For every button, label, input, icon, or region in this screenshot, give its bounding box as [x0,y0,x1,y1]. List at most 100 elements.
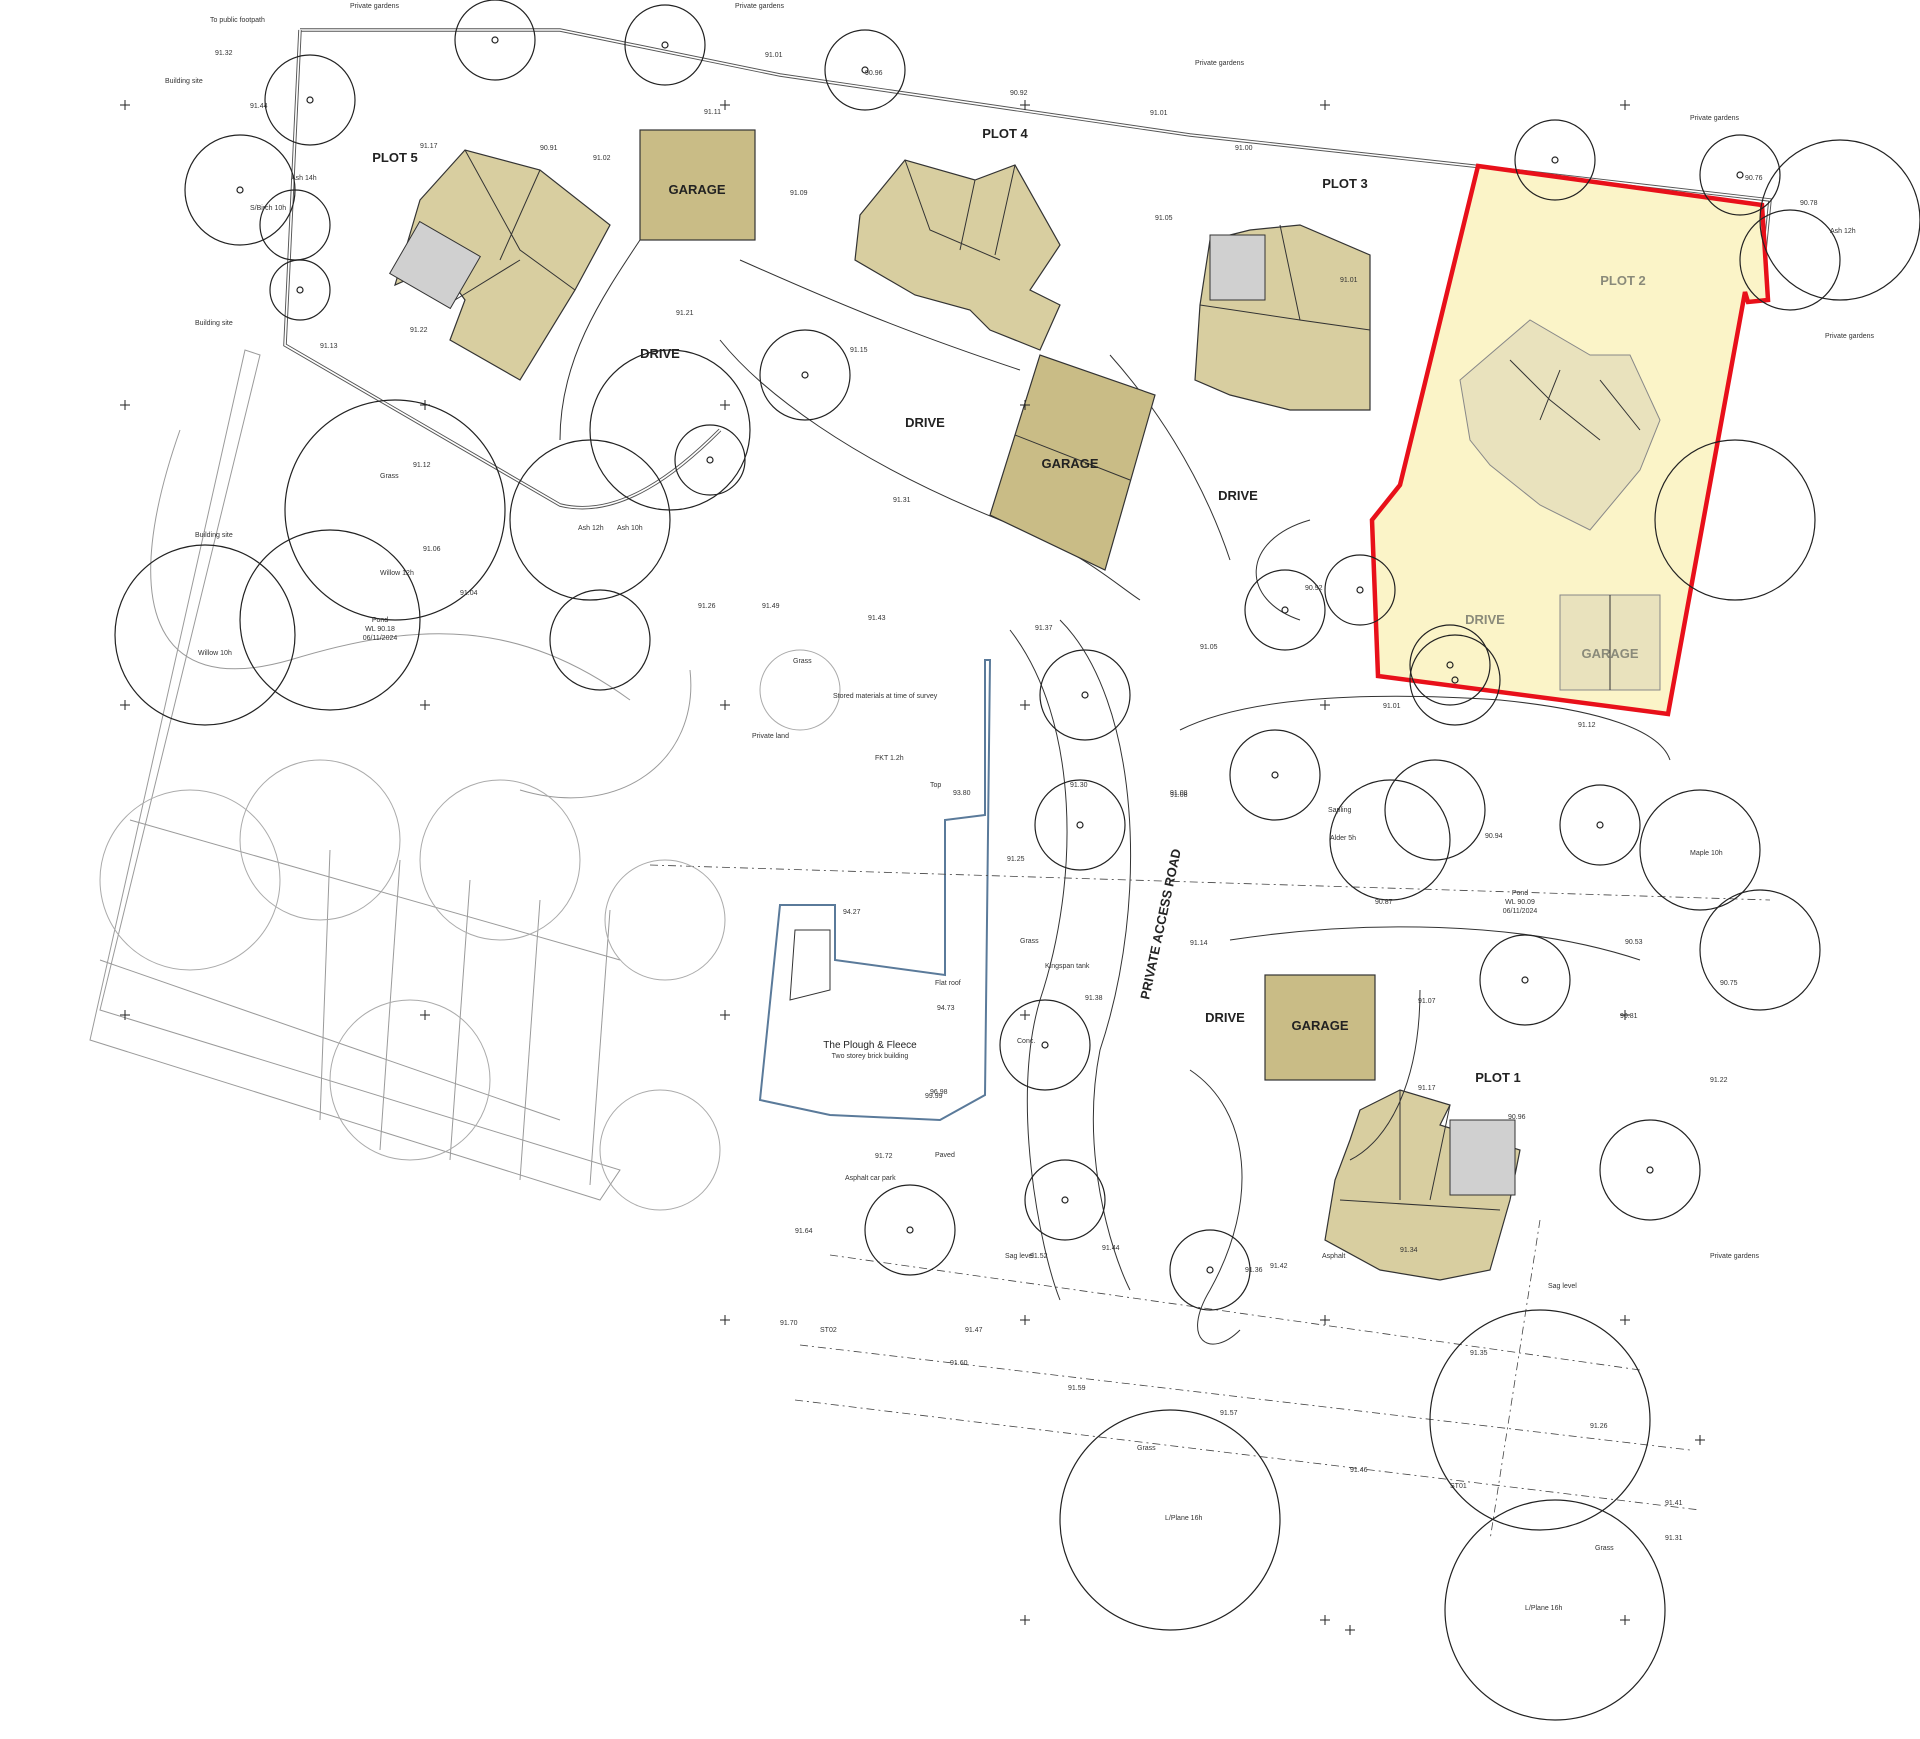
pond-right-date: 06/11/2024 [1503,908,1538,915]
level-5: 91.02 [593,155,611,162]
level-40: 90.81 [1620,1013,1638,1020]
level-60: 93.80 [953,790,971,797]
level-29: 91.25 [1007,856,1025,863]
trees [114,0,1920,1721]
note-fkt: FKT 1.2h [875,755,904,762]
note-concrete: Conc. [1017,1038,1035,1045]
level-9: 90.96 [865,70,883,77]
utility-lines [649,864,1771,1541]
note-grass-2: Grass [793,658,812,665]
plot-2-drive-label: DRIVE [1465,612,1505,627]
tree-label-willow-10h: Willow 10h [198,650,232,657]
level-13: 91.05 [1155,215,1173,222]
note-sapling: Sapling [1328,807,1351,814]
plot-1-garage-label: GARAGE [1291,1018,1348,1033]
pond-left-date: 06/11/2024 [363,635,398,642]
level-57: 91.64 [795,1228,813,1235]
note-kingspan-tank: Kingspan tank [1045,963,1090,970]
level-19: 91.21 [676,310,694,317]
plough-and-fleece-building [758,659,992,1122]
plot-3-house [1194,224,1371,411]
level-28: 91.37 [1035,625,1053,632]
level-56: 90.75 [1720,980,1738,987]
plot-5-garage-label: GARAGE [668,182,725,197]
note-asphalt: Asphalt [1322,1253,1345,1260]
level-31: 91.08 [1170,792,1188,799]
pond-left-wl: WL 90.18 [365,626,395,633]
tree-label-maple-10h: Maple 10h [1690,850,1723,857]
note-private-gardens-4: Private gardens [1690,115,1740,122]
level-47: 91.60 [950,1360,968,1367]
survey-grid-markers [120,100,1705,1635]
plot-5-garage [639,129,756,241]
level-24: 91.04 [460,590,478,597]
plot-4-garage-label: GARAGE [1041,456,1098,471]
level-39: 90.53 [1625,939,1643,946]
tree-label-alder: Alder 5h [1330,835,1356,842]
level-1: 91.32 [215,50,233,57]
pond-left-name: Pond [372,617,388,624]
level-20: 91.15 [850,347,868,354]
level-65: 91.38 [1085,995,1103,1002]
plot-1-label: PLOT 1 [1475,1070,1521,1085]
level-23: 91.06 [423,546,441,553]
level-54: 91.26 [1590,1423,1608,1430]
level-35: 91.01 [1383,703,1401,710]
plot-1-house [1324,1089,1521,1281]
level-12: 91.01 [1150,110,1168,117]
level-21: 91.31 [893,497,911,504]
plot-3-label: PLOT 3 [1322,176,1368,191]
note-stored-materials: Stored materials at time of survey [833,693,938,700]
level-46: 91.47 [965,1327,983,1334]
level-50: 91.46 [1350,1467,1368,1474]
level-45: 91.34 [1400,1247,1418,1254]
level-27: 91.43 [868,615,886,622]
note-st02: ST02 [820,1327,837,1334]
note-sag-level-1: Sag level [1005,1253,1034,1260]
note-building-site-3: Building site [195,532,233,539]
level-36: 91.12 [1578,722,1596,729]
level-62: 94.27 [843,909,861,916]
tree-label-willow-12h: Willow 12h [380,570,414,577]
level-4: 90.91 [540,145,558,152]
faint-trees [99,649,841,1211]
pub-name: The Plough & Fleece [823,1040,917,1051]
tree-label-lime-plane-16h-a: L/Plane 16h [1165,1515,1202,1522]
level-2: 91.44 [250,103,268,110]
pub-description: Two storey brick building [832,1053,909,1060]
tree-label-ash-14h: Ash 14h [291,175,317,182]
level-32: 91.14 [1190,940,1208,947]
plot-2-garage-label: GARAGE [1581,646,1638,661]
level-7: 91.11 [704,109,721,116]
note-grass-4: Grass [1137,1445,1156,1452]
level-38: 90.87 [1375,899,1393,906]
note-public-footpath: To public footpath [210,17,265,24]
plot-2-garage [1559,594,1661,691]
level-66: 91.42 [1270,1263,1288,1270]
note-building-site-1: Building site [165,78,203,85]
note-private-gardens-1: Private gardens [350,3,400,10]
plot-4-drive-label: DRIVE [905,415,945,430]
level-34: 90.92 [1305,585,1323,592]
plot-2-label: PLOT 2 [1600,273,1646,288]
level-22: 91.12 [413,462,431,469]
note-top: Top [930,782,941,789]
note-private-gardens-6: Private gardens [1710,1253,1760,1260]
level-51: 91.41 [1665,1500,1683,1507]
level-11: 90.92 [1010,90,1028,97]
note-flat-roof: Flat roof [935,980,961,987]
plot-5-house [389,149,611,381]
plot-4-house [854,159,1061,351]
note-building-site-2: Building site [195,320,233,327]
level-68: 91.08 [1170,790,1188,797]
level-3: 91.17 [420,143,438,150]
plot-4-label: PLOT 4 [982,126,1028,141]
pond-right-name: Pond [1512,890,1528,897]
level-17: 91.22 [410,327,428,334]
level-18: 91.13 [320,343,338,350]
level-64: 99.99 [925,1093,943,1100]
tree-label-ash-12h-a: Ash 12h [578,525,604,532]
plot-4-garage [989,354,1156,571]
level-49: 91.57 [1220,1410,1238,1417]
